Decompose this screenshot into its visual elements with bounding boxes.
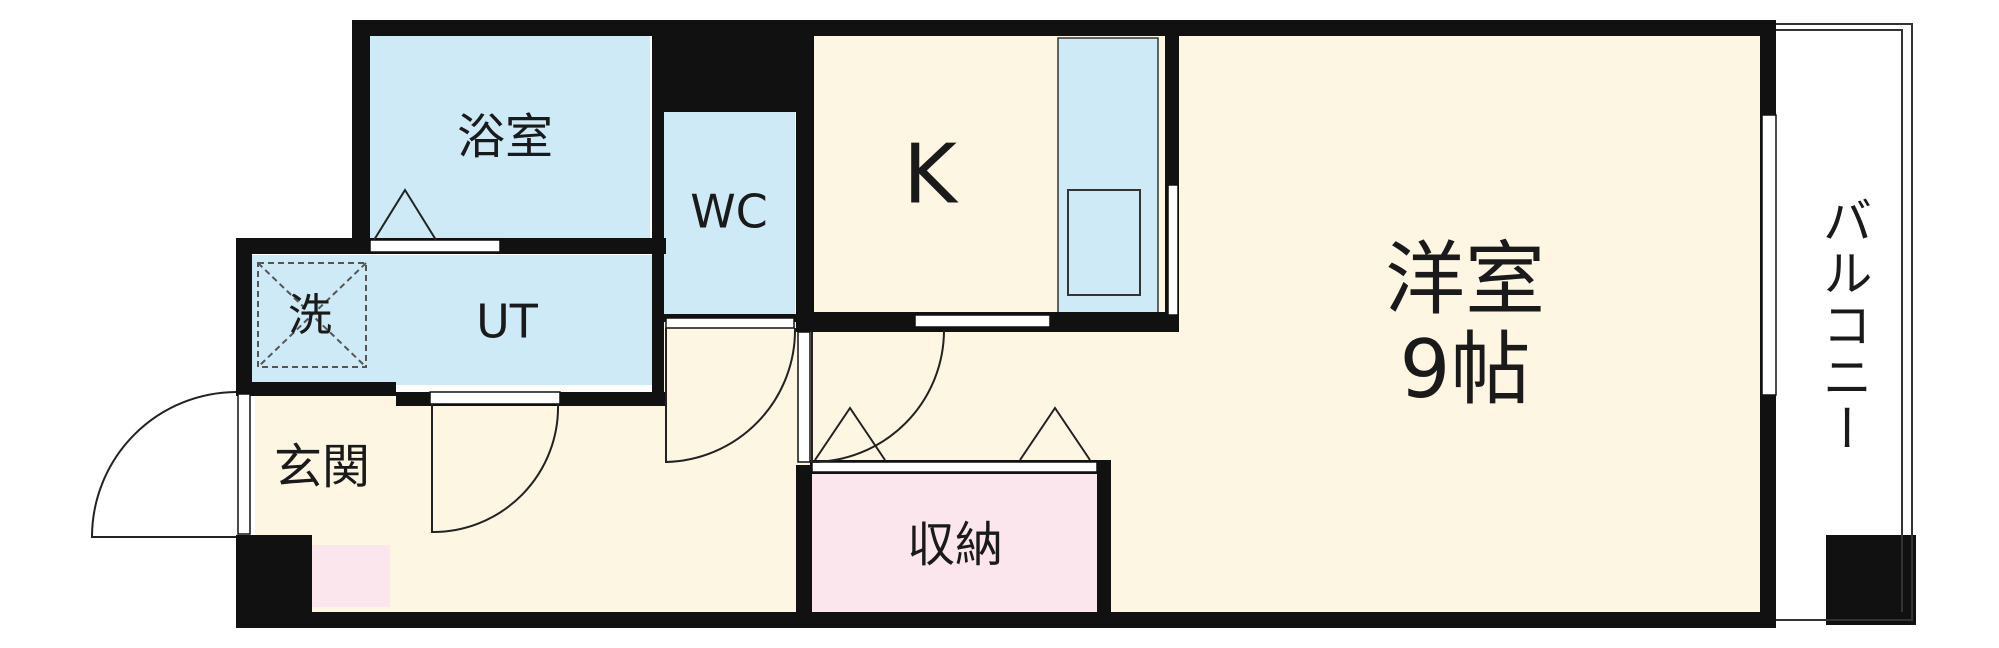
- washing-machine-pan: [257, 262, 367, 368]
- kitchen-label: K: [903, 127, 959, 222]
- balcony-outline: [1776, 23, 1913, 621]
- kitchen-door-swing: [811, 329, 945, 464]
- wc-door-swing: [665, 327, 797, 464]
- western-room-size-label: 9帖: [1400, 323, 1531, 416]
- storage-label: 収納: [907, 517, 1003, 573]
- utility-label: UT: [476, 295, 539, 349]
- wc-floor: [663, 112, 795, 317]
- entrance-door-swing: [90, 391, 237, 538]
- wc-label: WC: [690, 185, 768, 239]
- bath-floor: [370, 35, 650, 240]
- windows: [237, 114, 1777, 535]
- entrance-label: 玄関: [274, 439, 370, 495]
- shoe-cabinet: [312, 545, 390, 607]
- western-room-label: 洋室: [1385, 233, 1545, 326]
- door-swings: [90, 327, 945, 538]
- folding-doors: [373, 188, 1091, 461]
- laundry-label: 洗: [288, 290, 332, 341]
- balcony-label: バルコニー: [1815, 195, 1873, 455]
- kitchen-sink: [1067, 189, 1141, 296]
- storage-floor: [812, 472, 1100, 612]
- ut-door-swing: [431, 403, 560, 534]
- bath-label: 浴室: [457, 109, 553, 165]
- room-fills: [250, 35, 1762, 612]
